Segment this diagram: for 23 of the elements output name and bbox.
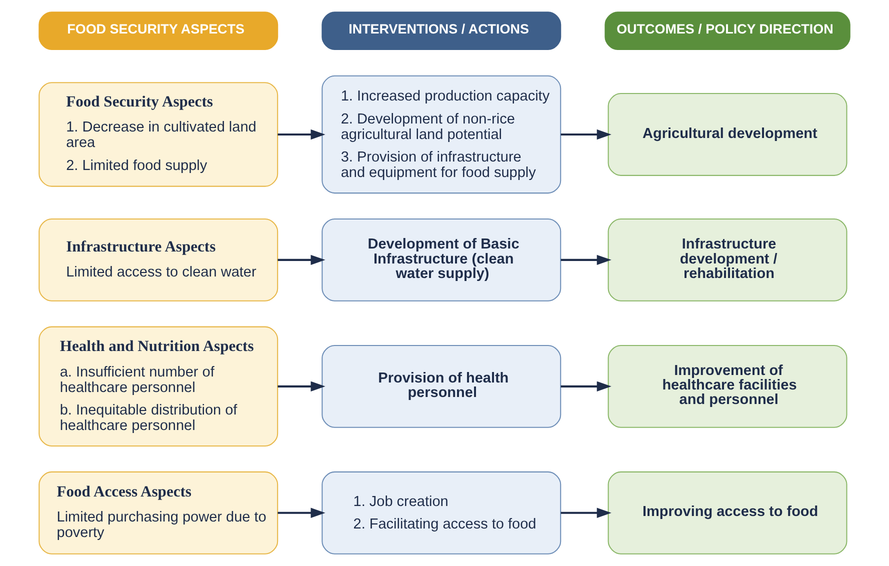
node-box: 1. Increased production capacity 2. Development of non-rice agricultural land potential 3. Provision of infrastructure and equipment for food supply — [322, 75, 562, 194]
node-box: Infrastructure development / rehabilitation — [608, 218, 848, 302]
node-box: 1. Job creation 2. Facilitating access to food — [322, 471, 562, 554]
arrow — [278, 129, 326, 140]
arrow — [560, 129, 612, 140]
node-box: Agricultural development — [608, 93, 848, 176]
arrow — [278, 381, 326, 392]
node-box: Health and Nutrition Aspects a. Insufficient number of healthcare personnel b. Inequitable distribution of healthcare personnel — [38, 326, 278, 447]
node-box: Improving access to food — [608, 471, 848, 554]
node-box: Infrastructure Aspects Limited access to clean water — [38, 218, 278, 302]
arrow — [560, 381, 612, 392]
node-box: INTERVENTIONS / ACTIONS — [322, 12, 562, 50]
arrow — [560, 508, 612, 518]
node-box: Food Security Aspects 1. Decrease in cultivated land area 2. Limited food supply — [38, 82, 278, 187]
node-box: FOOD SECURITY ASPECTS — [38, 12, 278, 50]
node-box: Food Access Aspects Limited purchasing power due to poverty — [38, 471, 278, 554]
arrow — [278, 508, 326, 518]
arrow — [560, 254, 612, 266]
node-box: Improvement of healthcare facilities and personnel — [608, 344, 848, 428]
node-box: Provision of health personnel — [322, 344, 562, 428]
arrow — [278, 254, 326, 266]
node-box: OUTCOMES / POLICY DIRECTION — [604, 12, 850, 50]
node-box: Development of Basic Infrastructure (clean water supply) — [322, 218, 562, 302]
